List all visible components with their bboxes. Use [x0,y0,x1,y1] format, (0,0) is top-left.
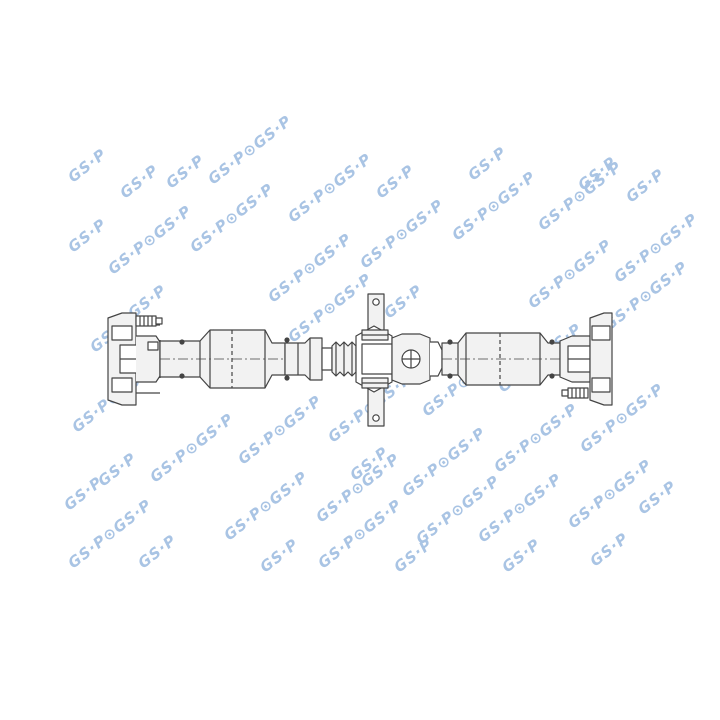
right-flange [561,312,613,406]
right-flange-bolts [561,387,589,399]
slip-joint [284,337,333,381]
center-bearing [355,293,393,427]
left-flange-bolts [135,315,163,327]
center-ujoint [391,333,443,385]
right-yoke [559,335,591,383]
rubber-boot [331,341,357,377]
left-yoke [136,335,161,383]
left-tube [159,329,290,389]
right-tube [441,332,561,386]
